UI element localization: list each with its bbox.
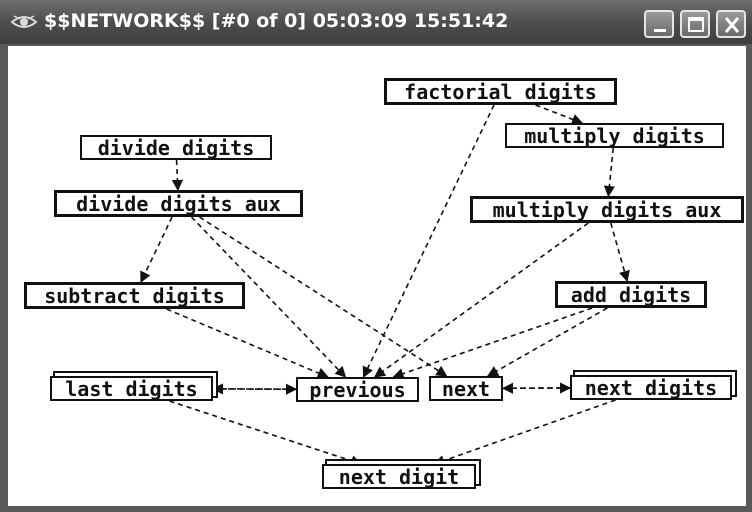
close-button[interactable] [716,10,746,38]
node-next-digit[interactable]: next digit [322,464,476,489]
minimize-button[interactable] [644,10,674,38]
edge-divide-digits-aux-to-next [199,216,448,377]
edge-add-digits-to-next [486,307,608,377]
node-divide-digits-aux[interactable]: divide digits aux [54,190,303,217]
edge-multiply-digits-aux-to-previous [373,222,589,378]
maximize-button[interactable] [680,10,710,38]
node-last-digits[interactable]: last digits [50,376,213,401]
node-next-digits[interactable]: next digits [570,375,732,400]
edge-add-digits-to-previous [392,307,593,379]
edge-multiply-digits-to-multiply-digits-aux [603,147,615,198]
node-multiply-digits[interactable]: multiply digits [505,123,724,148]
close-icon [724,17,740,33]
network-canvas[interactable]: factorial digits divide digits multiply … [8,46,746,506]
edge-divide-digits-aux-to-subtract-digits [140,216,173,284]
title-bar[interactable]: $$NETWORK$$ [#0 of 0] 05:03:09 15:51:42 [0,0,752,44]
edge-factorial-digits-to-previous [362,104,495,379]
edge-subtract-digits-to-previous [166,308,329,379]
node-divide-digits[interactable]: divide digits [80,135,272,160]
edge-layer [140,104,630,467]
edge-divide-digits-to-divide-digits-aux [171,159,184,192]
edge-last-digits-to-next-digit [169,400,363,467]
minimize-icon [654,29,666,32]
edge-factorial-digits-to-multiply-digits [535,104,584,125]
node-next[interactable]: next [429,376,503,401]
edge-next-digits-to-next-digit [433,399,616,466]
edge-multiply-digits-aux-to-add-digits [610,222,630,283]
network-eye-icon [10,15,38,28]
maximize-icon [688,17,704,32]
node-multiply-digits-aux[interactable]: multiply digits aux [470,196,744,223]
node-subtract-digits[interactable]: subtract digits [24,282,245,309]
node-factorial-digits[interactable]: factorial digits [384,78,617,105]
window-title: $$NETWORK$$ [#0 of 0] 05:03:09 15:51:42 [44,10,509,32]
node-previous[interactable]: previous [296,377,419,402]
node-add-digits[interactable]: add digits [555,281,707,308]
edge-divide-digits-aux-to-previous [190,216,347,378]
